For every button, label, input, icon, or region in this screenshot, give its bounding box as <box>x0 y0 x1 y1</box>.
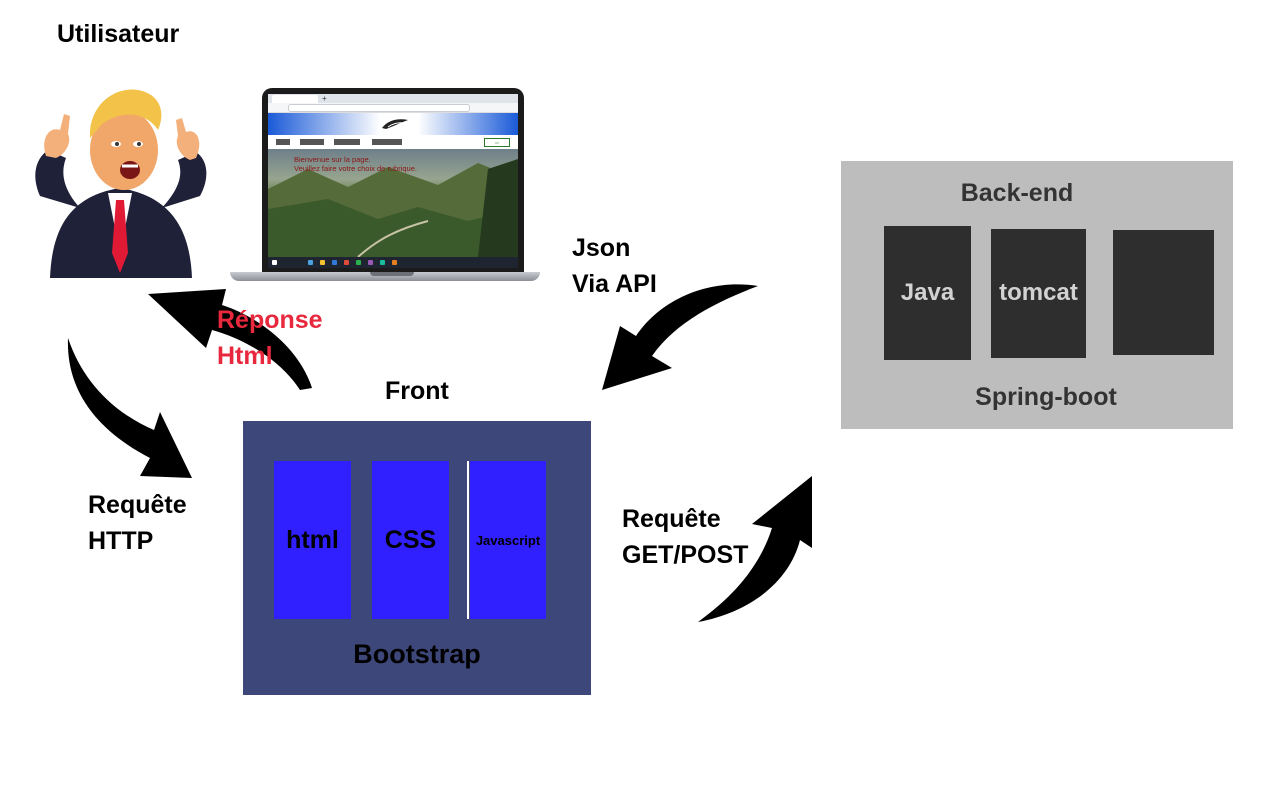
new-tab-icon: + <box>322 94 327 103</box>
get-post-arrow <box>698 476 812 622</box>
front-framework: Bootstrap <box>353 639 481 669</box>
taskbar-app-icon <box>380 260 385 265</box>
site-search-button: ▭ <box>484 138 510 147</box>
back-item-tomcat: tomcat <box>991 229 1086 358</box>
site-nav-item <box>300 139 324 145</box>
user-avatar-image <box>35 89 207 278</box>
front-item-divider <box>467 461 469 619</box>
browser-url-field <box>288 104 470 112</box>
site-nav-item <box>276 139 290 145</box>
getpost-label-line2: GET/POST <box>622 541 749 569</box>
taskbar-app-icon <box>308 260 313 265</box>
taskbar-app-icon <box>368 260 373 265</box>
json-label-line1: Json <box>572 234 631 262</box>
browser-tab <box>272 95 318 103</box>
user-title: Utilisateur <box>57 20 180 48</box>
start-icon <box>272 260 277 265</box>
hero-text-line1: Bienvenue sur la page. <box>294 155 371 164</box>
browser-tabbar: + <box>268 94 518 103</box>
back-item-empty <box>1113 230 1214 355</box>
front-box: html CSS Javascript Bootstrap <box>243 421 591 695</box>
back-end-title: Back-end <box>960 179 1074 207</box>
taskbar-app-icon <box>392 260 397 265</box>
front-item-html: html <box>274 461 351 619</box>
hero-text-line2: Veuillez faire votre choix de rubrique. <box>294 164 417 173</box>
front-item-css: CSS <box>372 461 449 619</box>
taskbar-app-icon <box>356 260 361 265</box>
laptop-base <box>230 272 540 281</box>
laptop-screen-frame: + ▭ <box>262 88 524 274</box>
http-label-line2: HTTP <box>88 527 154 555</box>
site-hero: Bienvenue sur la page. Veuillez faire vo… <box>268 149 518 257</box>
os-taskbar <box>268 257 518 268</box>
site-nav-item <box>334 139 360 145</box>
response-arrow <box>148 289 312 390</box>
front-title: Front <box>385 377 449 405</box>
browser-urlbar <box>268 103 518 113</box>
laptop-screen: + ▭ <box>268 94 518 268</box>
json-label-line2: Via API <box>572 270 657 298</box>
taskbar-app-icon <box>344 260 349 265</box>
getpost-label-line1: Requête <box>622 505 721 533</box>
http-label-line1: Requête <box>88 491 187 519</box>
back-end-framework: Spring-boot <box>975 383 1117 411</box>
http-request-arrow <box>67 338 192 478</box>
mountain-landscape <box>268 159 518 257</box>
site-header <box>268 113 518 135</box>
laptop-notch <box>370 272 414 276</box>
site-nav-item <box>372 139 402 145</box>
json-api-arrow <box>602 284 758 390</box>
laptop-illustration: + ▭ <box>230 88 540 288</box>
back-end-box: Back-end Java tomcat Spring-boot <box>841 161 1233 429</box>
back-item-java: Java <box>884 226 971 360</box>
site-logo-icon <box>382 119 408 129</box>
taskbar-app-icon <box>332 260 337 265</box>
taskbar-app-icon <box>320 260 325 265</box>
front-item-javascript: Javascript <box>470 461 546 619</box>
response-label-line1: Réponse <box>217 306 323 334</box>
response-label-line2: Html <box>217 342 273 370</box>
